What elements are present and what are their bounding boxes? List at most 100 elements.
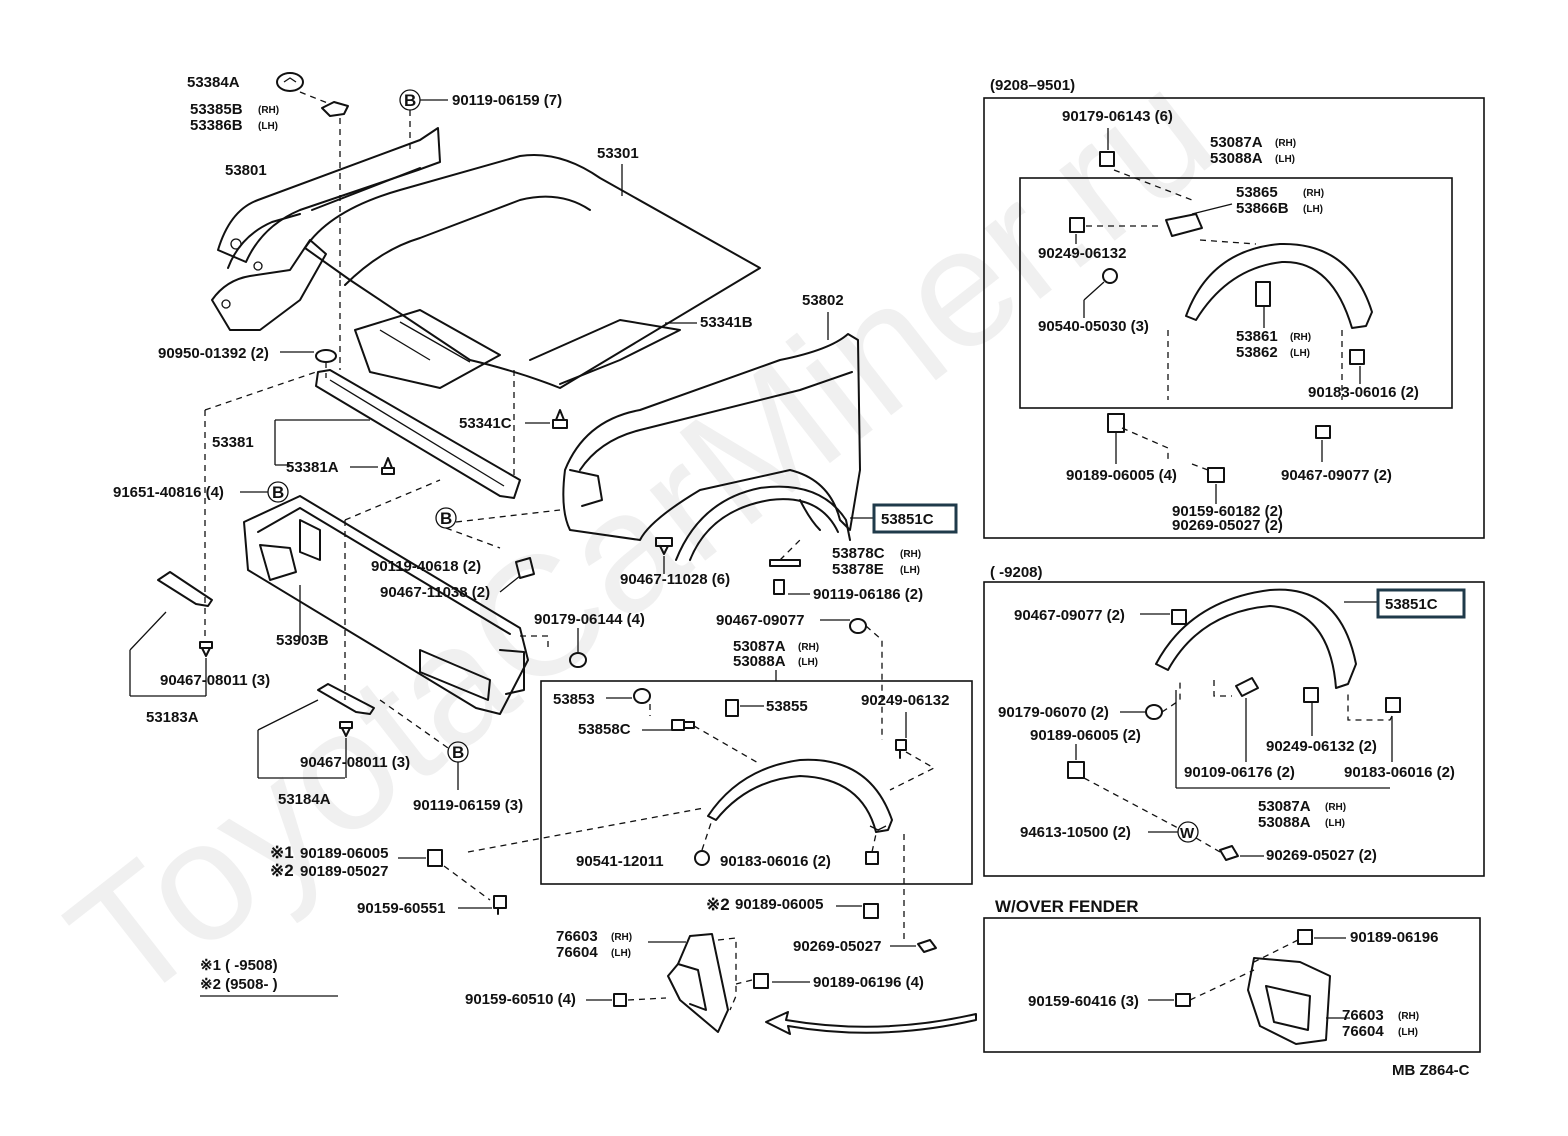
suffix-lh: (LH) [1275, 154, 1295, 165]
suffix-rh: (RH) [611, 932, 632, 943]
label-53341c: 53341C [459, 415, 512, 432]
hood-lock-support-53801 [211, 127, 441, 331]
label-53903b: 53903B [276, 632, 329, 649]
suffix-rh: (RH) [798, 642, 819, 653]
label-53878e: 53878E [832, 561, 884, 578]
label-range-pre-9208: ( -9208) [990, 564, 1043, 581]
label-53088a-r1: 53088A [1210, 150, 1263, 167]
label-76603-middle: 76603 [556, 928, 598, 945]
label-76604-r: 76604 [1342, 1023, 1384, 1040]
label-53087a-r2: 53087A [1258, 798, 1311, 815]
label-90269-05027-r1: 90269-05027 (2) [1172, 517, 1283, 534]
screw-90159-60416 [1175, 993, 1191, 1007]
label-76603-r: 76603 [1342, 1007, 1384, 1024]
label-53088a-r2: 53088A [1258, 814, 1311, 831]
arrow-icon [765, 1011, 977, 1035]
label-53855: 53855 [766, 698, 808, 715]
suffix-lh: (LH) [798, 657, 818, 668]
fender-flare-53087a-r1 [1185, 242, 1373, 329]
clip-90467-08011-b [339, 721, 353, 737]
label-90189-05027-left: 90189-05027 [300, 863, 388, 880]
label-90183-06016-r1: 90183-06016 (2) [1308, 384, 1419, 401]
label-90109-06176: 90109-06176 (2) [1184, 764, 1295, 781]
label-53384a: 53384A [187, 74, 240, 91]
grommet-90950 [315, 349, 337, 363]
note-mark-1: ※1 [270, 843, 294, 862]
label-90119-06159-7: 90119-06159 (7) [452, 92, 562, 109]
clip-53385b [321, 101, 349, 117]
hood-53301 [304, 153, 761, 389]
label-90541-12011: 90541-12011 [576, 853, 664, 870]
suffix-rh: (RH) [1290, 332, 1311, 343]
label-53853: 53853 [553, 691, 595, 708]
screw-90159-60182 [1207, 467, 1225, 483]
flare-assembly-box-middle [540, 680, 973, 885]
label-53862: 53862 [1236, 344, 1278, 361]
screw-90159-60551 [493, 895, 507, 915]
bracket-53878c [769, 559, 801, 567]
label-53866b: 53866B [1236, 200, 1289, 217]
suffix-lh: (LH) [1398, 1027, 1418, 1038]
label-90179-06143: 90179-06143 (6) [1062, 108, 1173, 125]
label-90467-08011-a: 90467-08011 (3) [160, 672, 270, 689]
mud-guard-76603-r [1247, 957, 1331, 1045]
clip-90189-06005-left [427, 849, 443, 867]
label-53381: 53381 [212, 434, 254, 451]
note-mark-2: ※2 [706, 895, 730, 914]
label-90467-09077-r2: 90467-09077 (2) [1014, 607, 1125, 624]
pin-90269-05027 [917, 939, 937, 953]
label-range-9208-9501: (9208–9501) [990, 77, 1075, 94]
clip-90467-11028 [655, 537, 673, 555]
bolt-90119-06186 [773, 579, 785, 595]
screw-90249-06132-r2 [1303, 687, 1319, 703]
marker-b: B [404, 91, 416, 110]
label-90119-40618: 90119-40618 (2) [371, 558, 481, 575]
label-90467-11028: 90467-11028 (6) [620, 571, 730, 588]
screw-53858c [671, 719, 695, 731]
label-note-2: ※2 (9508- ) [200, 976, 278, 993]
hood-seal-53381 [315, 369, 521, 499]
label-90249-06132-r1: 90249-06132 [1038, 245, 1126, 262]
diagram-code: MB Z864-C [1392, 1062, 1470, 1079]
mud-guard-76603-middle [667, 933, 729, 1033]
label-90183-06016-middle: 90183-06016 (2) [720, 853, 831, 870]
label-53386b: 53386B [190, 117, 243, 134]
label-53088a-middle: 53088A [733, 653, 786, 670]
suffix-rh: (RH) [1275, 138, 1296, 149]
suffix-rh: (RH) [1303, 188, 1324, 199]
clip-90189-06196-r [1297, 929, 1313, 945]
label-over-fender: W/OVER FENDER [995, 897, 1139, 916]
radiator-grille-53903b [243, 495, 529, 715]
label-90189-06196-r: 90189-06196 [1350, 929, 1438, 946]
label-53087a-r1: 53087A [1210, 134, 1263, 151]
suffix-lh: (LH) [258, 121, 278, 132]
label-90159-60182: 90159-60182 (2) [1172, 503, 1283, 520]
label-90159-60510: 90159-60510 (4) [465, 991, 576, 1008]
nut-90179-06070 [1145, 704, 1163, 720]
suffix-rh: (RH) [258, 105, 279, 116]
screw-90249-06132-middle [895, 739, 907, 759]
nut-90179-06144 [569, 652, 587, 668]
over-fender-box [983, 917, 1481, 1053]
nut-90183-06016-middle [865, 851, 879, 865]
label-90189-06005-lower: 90189-06005 [735, 896, 823, 913]
suffix-lh: (LH) [1303, 204, 1323, 215]
label-53802: 53802 [802, 292, 844, 309]
nut-53853 [633, 688, 651, 704]
label-53385b: 53385B [190, 101, 243, 118]
suffix-lh: (LH) [900, 565, 920, 576]
label-90189-06005-left: 90189-06005 [300, 845, 388, 862]
label-90189-06005-r2: 90189-06005 (2) [1030, 727, 1141, 744]
pin-90269-05027-r2 [1219, 845, 1239, 861]
label-90467-11038: 90467-11038 (2) [380, 584, 490, 601]
fender-liner-53851c-r2 [1155, 588, 1357, 689]
label-53381a: 53381A [286, 459, 339, 476]
label-53301: 53301 [597, 145, 639, 162]
marker-b: B [272, 483, 284, 502]
nut-90183-06016-r1 [1349, 349, 1365, 365]
label-90179-06144: 90179-06144 (4) [534, 611, 645, 628]
suffix-rh: (RH) [1398, 1011, 1419, 1022]
screw-90249-06132-r1 [1069, 217, 1085, 233]
label-90189-06005-r1: 90189-06005 (4) [1066, 467, 1177, 484]
label-53801: 53801 [225, 162, 267, 179]
